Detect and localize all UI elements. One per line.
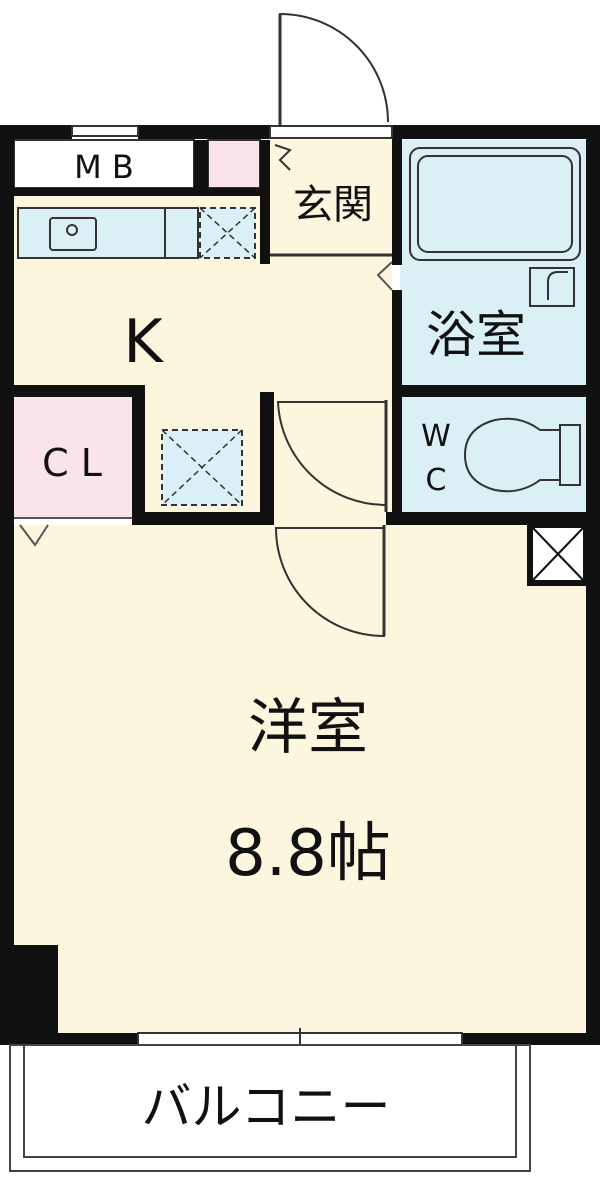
meter-box (207, 139, 261, 189)
genkan-floor (270, 140, 392, 255)
entrance-door (279, 12, 389, 130)
closet-floor (14, 397, 132, 517)
wc-label-w: W (421, 419, 451, 454)
room-door (274, 527, 385, 638)
balcony-label: バルコニー (142, 1078, 391, 1136)
closet-label: C L (42, 441, 102, 485)
shoe-box-mark (274, 144, 292, 171)
kitchen-label: K (123, 307, 164, 377)
walls (0, 125, 600, 1045)
sink-drain (66, 224, 78, 236)
western-room-label: 洋室 (248, 693, 368, 763)
pipe-shaft-cross (532, 527, 584, 581)
washer-space-cross (161, 429, 243, 506)
bath-faucet (529, 267, 575, 307)
bath-door-mark (376, 261, 393, 291)
western-room-floor (14, 525, 586, 1033)
fridge-space-cross (199, 207, 256, 259)
bath-label: 浴室 (426, 306, 526, 364)
kitchen-counter (17, 207, 199, 259)
mb-label: M B (74, 148, 134, 186)
window-top (71, 125, 139, 137)
bath-faucet-pipe (547, 271, 568, 300)
toilet-tank (559, 424, 581, 486)
fridge-space-cross (199, 207, 256, 259)
closet-door-mark (19, 524, 49, 547)
balcony-inner (23, 1044, 517, 1158)
wc-label-c: C (426, 463, 447, 498)
balcony (9, 1044, 531, 1172)
wc-door (276, 401, 387, 507)
bathtub-inner (417, 155, 573, 253)
genkan-label: 玄関 (293, 182, 373, 228)
entrance-threshold (269, 125, 393, 139)
room-size-label: 8.8帖 (225, 817, 391, 891)
toilet-bowl (463, 417, 561, 493)
